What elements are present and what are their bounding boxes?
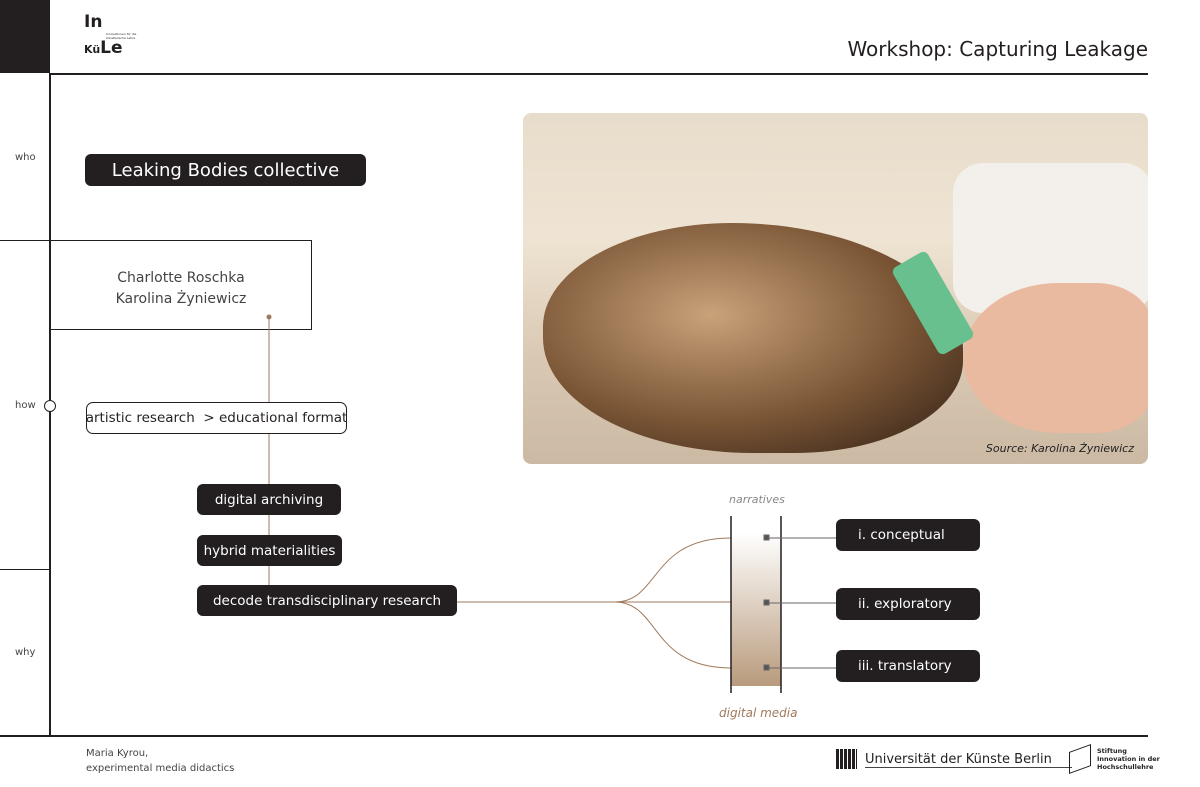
logo-bottom: KüLe xyxy=(84,38,123,58)
label-how: how xyxy=(15,400,36,411)
outcome-conceptual: i. conceptual xyxy=(836,519,980,551)
corner-block xyxy=(0,0,50,73)
udk-logo xyxy=(836,749,857,769)
people-box: Charlotte Roschka Karolina Żyniewicz xyxy=(50,240,312,330)
person-name: Karolina Żyniewicz xyxy=(115,291,247,307)
topic-hybrid-materialities: hybrid materialities xyxy=(197,535,342,566)
divider-how-why xyxy=(0,569,50,570)
udk-name: Universität der Künste Berlin xyxy=(865,752,1072,768)
logo-top: In xyxy=(84,12,103,32)
column-top-label: narratives xyxy=(729,493,785,506)
logo-tagline: Innovationen für die künstlerische Lehre xyxy=(106,32,137,40)
workshop-photo: Source: Karolina Żyniewicz xyxy=(523,113,1148,464)
column-bottom-label: digital media xyxy=(719,706,798,720)
person-name: Charlotte Roschka xyxy=(117,270,245,286)
footer-author: Maria Kyrou,experimental media didactics xyxy=(86,748,235,774)
outcome-translatory: iii. translatory xyxy=(836,650,980,682)
footer-divider xyxy=(0,735,1148,737)
photo-caption: Source: Karolina Żyniewicz xyxy=(985,442,1134,455)
page-title: Workshop: Capturing Leakage xyxy=(847,37,1148,61)
collective-badge: Leaking Bodies collective xyxy=(85,154,366,186)
timeline-marker xyxy=(44,400,56,412)
header-divider xyxy=(50,73,1148,75)
topic-decode-research: decode transdisciplinary research xyxy=(197,585,457,616)
inkule-logo: In KüLe Innovationen für die künstlerisc… xyxy=(84,14,144,60)
divider-who-how xyxy=(0,240,50,241)
label-who: who xyxy=(15,152,36,163)
format-box: artistic research > educational format xyxy=(86,402,347,434)
outcome-exploratory: ii. exploratory xyxy=(836,588,980,620)
label-why: why xyxy=(15,647,36,658)
topic-digital-archiving: digital archiving xyxy=(197,484,341,515)
